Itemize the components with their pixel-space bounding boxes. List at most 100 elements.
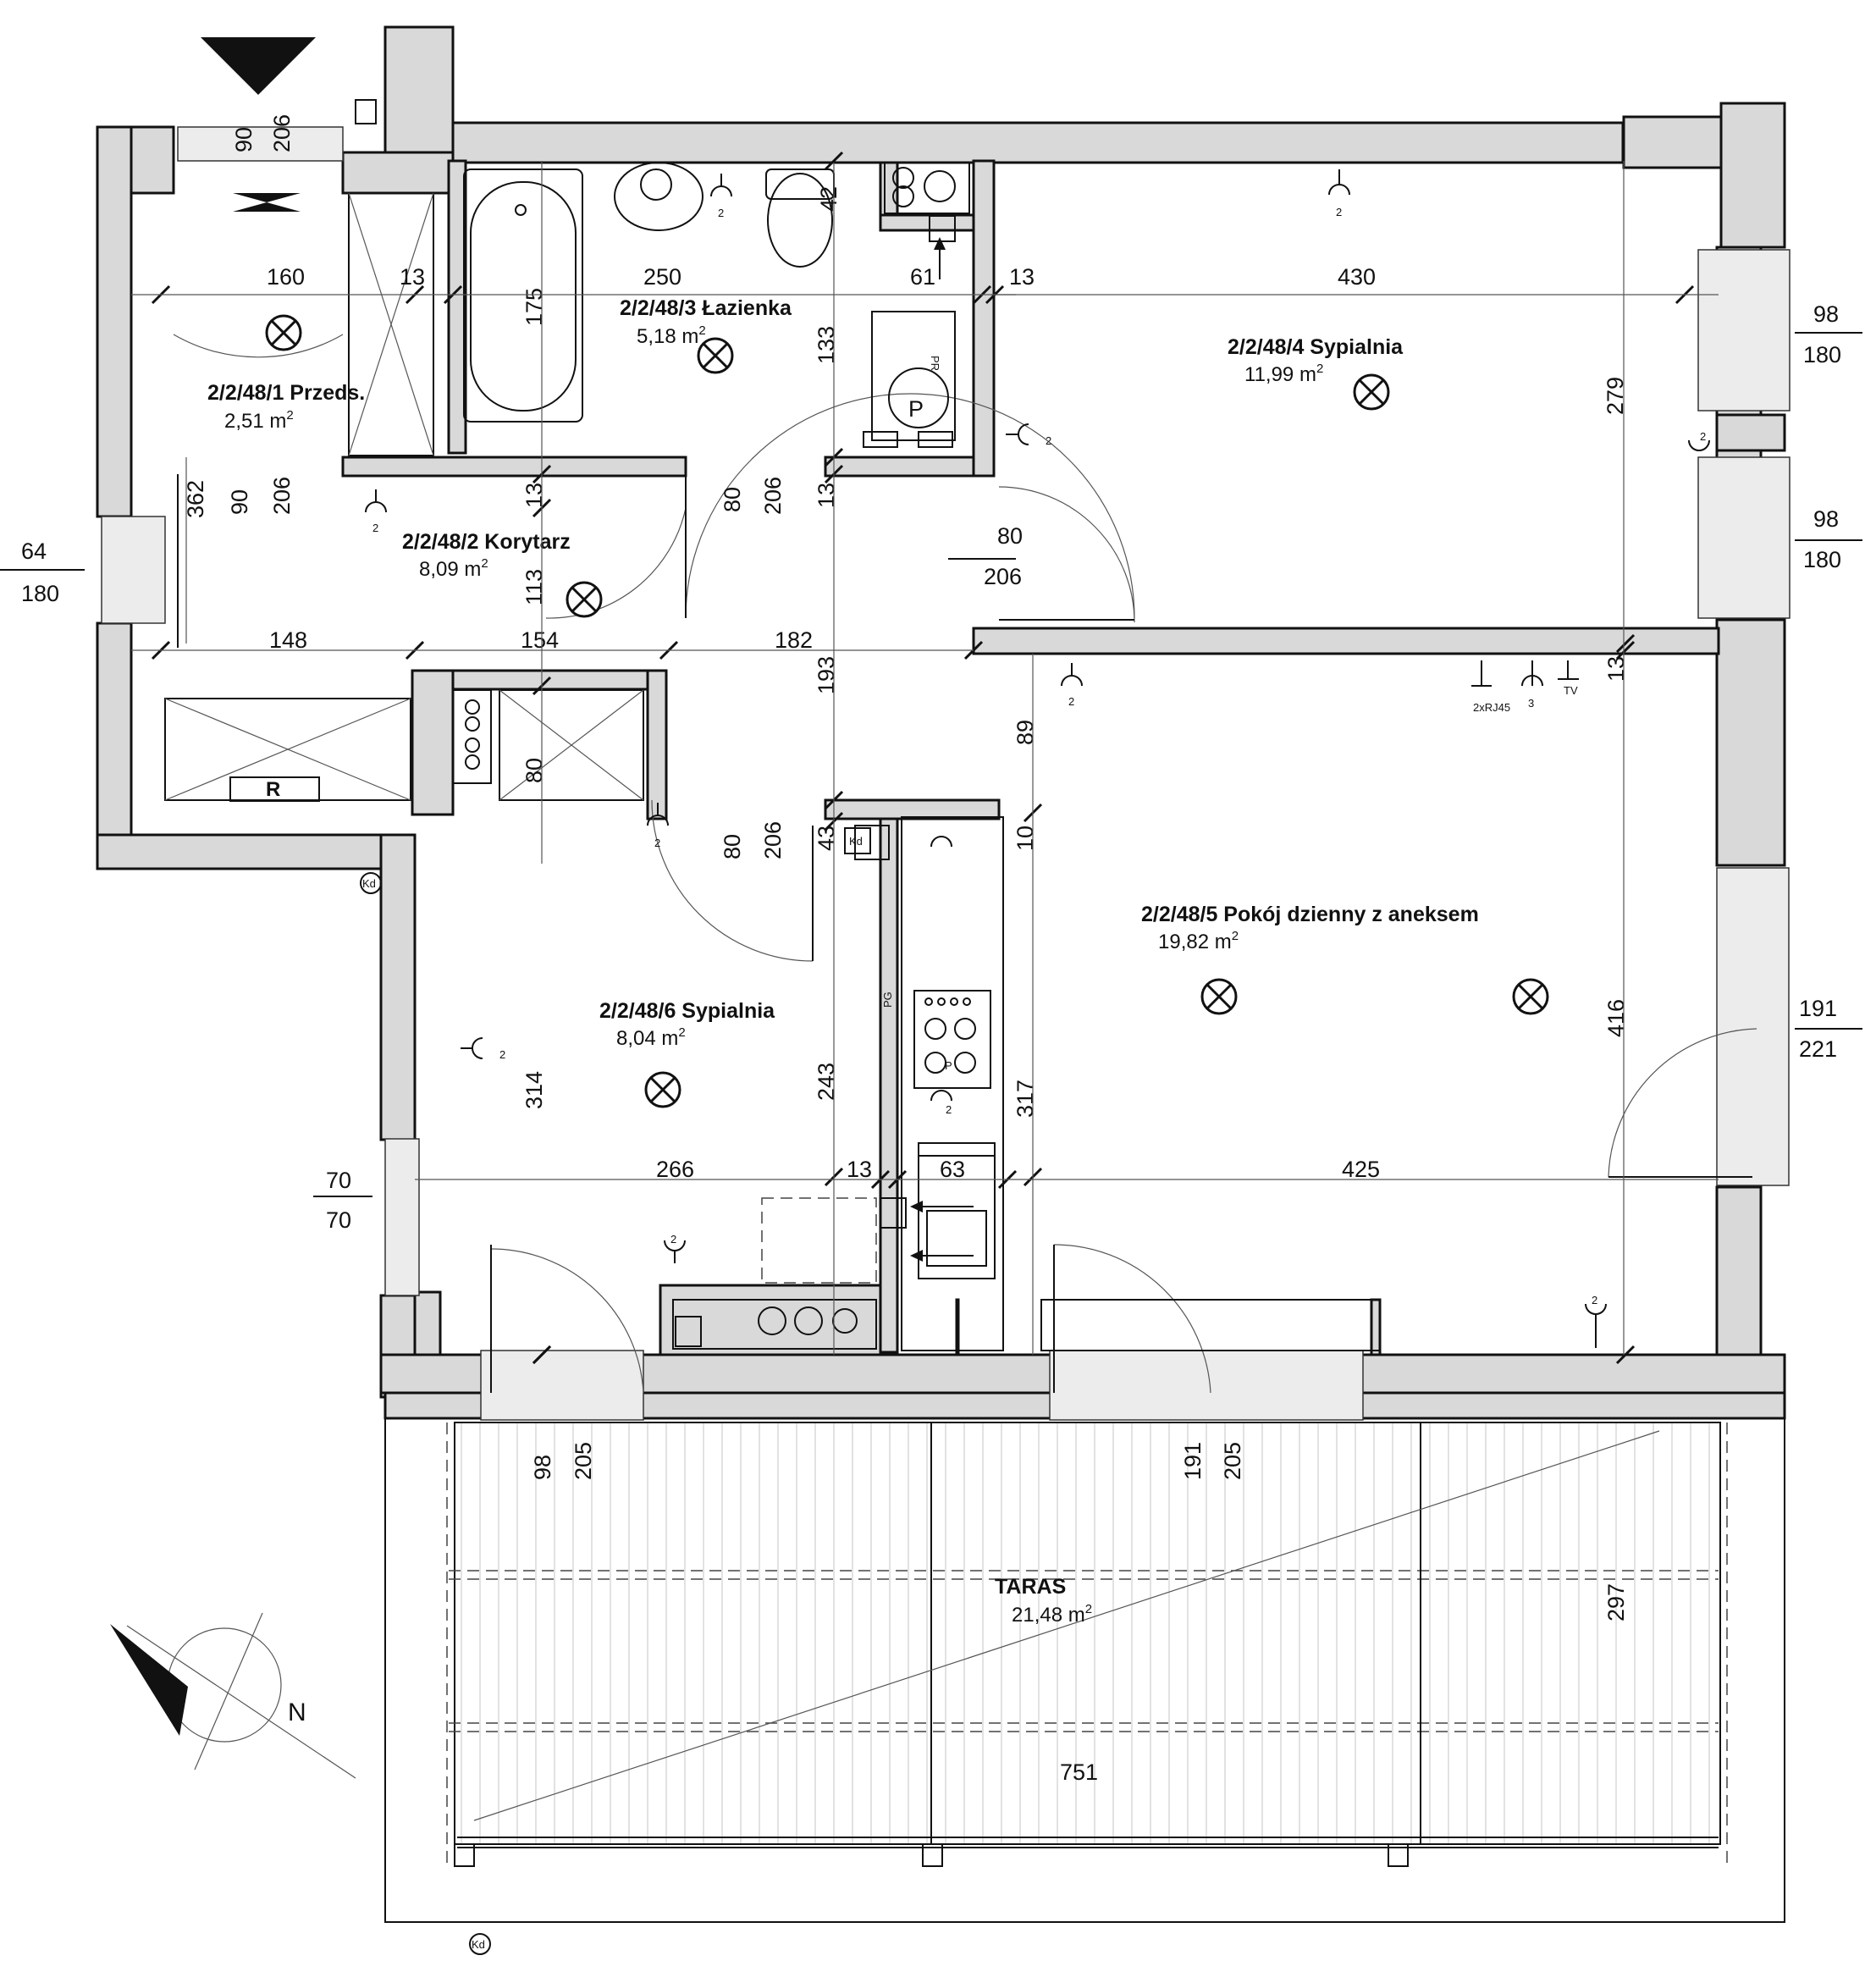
socket-count: 2 xyxy=(1700,430,1706,443)
tv-label: TV xyxy=(1564,684,1578,697)
window-height: 180 xyxy=(21,581,59,606)
dim-v: 317 xyxy=(1012,1080,1038,1118)
dim-h: 425 xyxy=(1342,1157,1380,1182)
dim-h: 160 xyxy=(267,264,305,290)
socket-count: 2 xyxy=(670,1233,676,1246)
room-2-area: 8,09 m2 xyxy=(419,556,488,581)
dim-h: 751 xyxy=(1060,1759,1098,1785)
room-5-area: 19,82 m2 xyxy=(1158,929,1239,953)
lamps xyxy=(265,314,1549,1108)
dim-v: 243 xyxy=(814,1063,839,1101)
dim-v: 42 xyxy=(816,186,841,212)
dim-v: 206 xyxy=(269,114,295,152)
dim-v: 191 xyxy=(1180,1442,1206,1480)
entrance-arrow xyxy=(201,37,316,95)
socket-count: 2 xyxy=(1046,434,1051,447)
pg-label: PG xyxy=(881,992,894,1008)
dim-v: 80 xyxy=(720,834,745,859)
socket-count: 2 xyxy=(718,207,724,219)
kd-label: Kd xyxy=(472,1938,485,1951)
room-6-label: 2/2/48/6 Sypialnia xyxy=(599,999,775,1023)
built-ins: R xyxy=(164,192,644,802)
doors xyxy=(173,334,1757,1394)
dim-v: 90 xyxy=(231,127,257,152)
pr-label: PR xyxy=(929,356,941,371)
dim-h: 154 xyxy=(521,627,559,653)
symbols: Kd Kd Kd P PR PG P 2xRJ45 3 TV 2 2 2 2 2… xyxy=(360,169,1710,1955)
kd-label: Kd xyxy=(362,877,376,890)
dim-v: 206 xyxy=(269,477,295,515)
dim-h: 148 xyxy=(269,627,307,653)
window-width: 64 xyxy=(21,539,47,564)
dimension-tick xyxy=(824,151,844,171)
dim-h: 430 xyxy=(1338,264,1376,290)
window-width: 98 xyxy=(1813,506,1839,532)
opening-labels: 98 180 98 180 64 180 80 206 191 221 70 7… xyxy=(0,301,1862,1233)
dim-v: 13 xyxy=(521,483,547,508)
room-3-label: 2/2/48/3 Łazienka xyxy=(620,296,792,320)
door-width: 80 xyxy=(997,523,1023,549)
room-4-label: 2/2/48/4 Sypialnia xyxy=(1228,335,1404,359)
dim-h: 13 xyxy=(847,1157,872,1182)
dim-v: 13 xyxy=(1603,656,1629,682)
terrace-label: TARAS xyxy=(995,1575,1066,1599)
room-5-label: 2/2/48/5 Pokój dzienny z aneksem xyxy=(1141,903,1479,926)
room-1-area: 2,51 m2 xyxy=(224,408,294,433)
room-4-area: 11,99 m2 xyxy=(1244,362,1323,386)
dim-v: 90 xyxy=(227,489,252,515)
socket-count: 2 xyxy=(946,1103,952,1116)
dimension-tick xyxy=(1615,633,1636,654)
north-label: N xyxy=(288,1699,306,1726)
room-3-area: 5,18 m2 xyxy=(637,323,706,348)
socket-count: 2 xyxy=(1336,206,1342,218)
socket-count: 2 xyxy=(1592,1294,1597,1306)
dimension-lines xyxy=(131,161,1719,1355)
vertical-dimensions: 90 206 175 42 133 279 362 90 206 13 113 … xyxy=(183,114,1629,1621)
dim-v: 206 xyxy=(760,477,786,515)
socket-count: 2 xyxy=(654,837,660,849)
dim-h: 63 xyxy=(940,1157,965,1182)
room-labels: 2/2/48/1 Przeds. 2,51 m2 2/2/48/2 Koryta… xyxy=(207,296,1479,1627)
socket-count: 3 xyxy=(1528,697,1534,710)
dim-v: 206 xyxy=(760,821,786,859)
dimension-tick xyxy=(1615,640,1636,660)
dim-v: 314 xyxy=(521,1071,547,1109)
room-1-label: 2/2/48/1 Przeds. xyxy=(207,381,365,405)
dim-v: 416 xyxy=(1603,999,1629,1037)
dim-v: 175 xyxy=(521,288,547,326)
kd-label: Kd xyxy=(849,835,863,848)
dim-h: 13 xyxy=(400,264,425,290)
radiator-label: R xyxy=(266,778,280,801)
bathroom-fixtures xyxy=(463,162,970,448)
window-height: 180 xyxy=(1803,342,1841,367)
dim-v: 98 xyxy=(530,1455,555,1480)
dim-h: 13 xyxy=(1009,264,1035,290)
room-2-label: 2/2/48/2 Korytarz xyxy=(402,530,571,554)
north-arrow: N xyxy=(110,1612,356,1779)
dim-v: 113 xyxy=(521,569,547,605)
window-width: 98 xyxy=(1813,301,1839,327)
dim-v: 13 xyxy=(814,483,839,508)
dim-v: 193 xyxy=(814,656,839,694)
terrace-area: 21,48 m2 xyxy=(1012,1602,1092,1627)
dim-v: 80 xyxy=(720,487,745,512)
dimension-tick xyxy=(532,1345,552,1365)
dim-v: 205 xyxy=(571,1442,596,1480)
window-width: 70 xyxy=(326,1168,351,1193)
p-label: P xyxy=(945,1059,952,1072)
window-height: 221 xyxy=(1799,1036,1837,1062)
dim-h: 266 xyxy=(656,1157,694,1182)
dimension-tick xyxy=(1615,1345,1636,1365)
dim-v: 362 xyxy=(183,480,208,518)
rj45-label: 2xRJ45 xyxy=(1473,701,1510,714)
dim-h: 182 xyxy=(775,627,813,653)
dim-h: 61 xyxy=(910,264,935,290)
dim-v: 133 xyxy=(814,326,839,364)
p-label: P xyxy=(908,396,924,422)
terrace xyxy=(384,1417,1785,1923)
room-6-area: 8,04 m2 xyxy=(616,1025,686,1050)
horizontal-dimensions: 160 13 250 61 13 430 148 154 182 266 13 … xyxy=(267,264,1380,1785)
door-closer-icon xyxy=(233,193,301,212)
dim-v: 10 xyxy=(1012,826,1038,851)
